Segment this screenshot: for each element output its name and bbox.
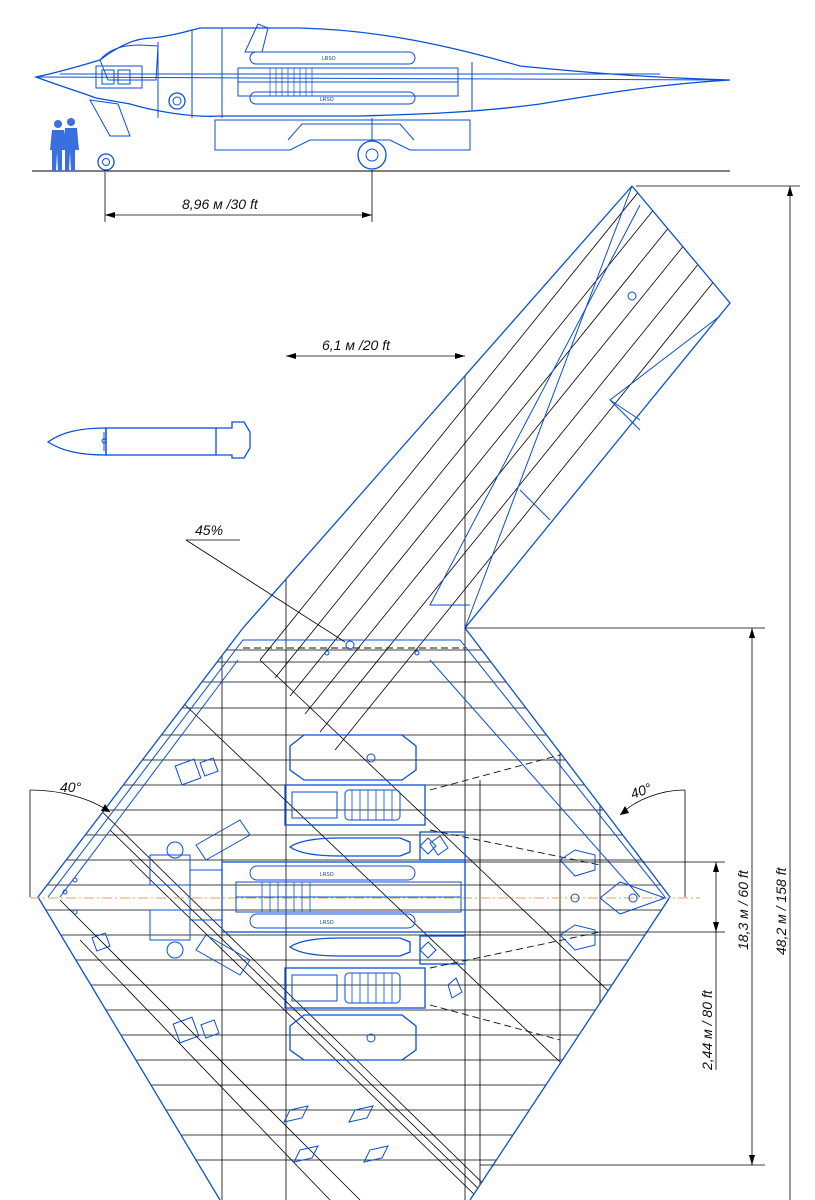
sweep-angle-left: 40° [60,779,82,795]
engine-face [168,92,186,110]
engine-lower [284,967,426,1009]
vertical-fin [244,23,269,53]
side-label-bottom: LRSO [320,97,334,103]
canopy [99,44,159,81]
gear-bay [214,119,471,151]
human-silhouettes [50,118,79,171]
bay-door-upper [289,734,417,781]
plan-label-bottom: LRSO [320,920,334,926]
inner-span-dimension: 6,1 м /20 ft [322,337,391,353]
sweep-angle-right: 40° [628,779,654,801]
wing-structure-lines [38,189,730,1200]
missile-profile [46,421,251,459]
plan-label-top: LRSO [320,872,334,878]
bay-width-dimension: 18,3 м / 60 ft [735,869,751,950]
cockpit-area [91,757,251,1044]
overall-dimension: 48,2 м / 158 ft [773,866,789,955]
sweep-note: 45% [195,522,223,538]
plan-missiles [288,831,466,965]
bay-door-lower [289,1014,417,1061]
central-bay: LRSO LRSO [221,861,466,933]
engine-upper [284,784,426,826]
nose-gear-door [89,99,131,137]
nose-wheel [97,153,115,171]
side-weapons: LRSO LRSO [237,51,459,105]
side-fuselage-outline [33,27,731,117]
top-view: LRSO LRSO [29,185,800,1200]
length-dimension: 8,96 м /30 ft [182,196,259,212]
side-label-top: LRSO [322,56,336,62]
main-wheel [357,140,387,170]
cockpit-seat [95,65,143,89]
small-width-dimension: 2,44 м / 80 ft [699,989,715,1071]
side-view: LRSO LRSO 8,96 м /30 ft [32,23,731,222]
access-panels [62,877,389,1163]
